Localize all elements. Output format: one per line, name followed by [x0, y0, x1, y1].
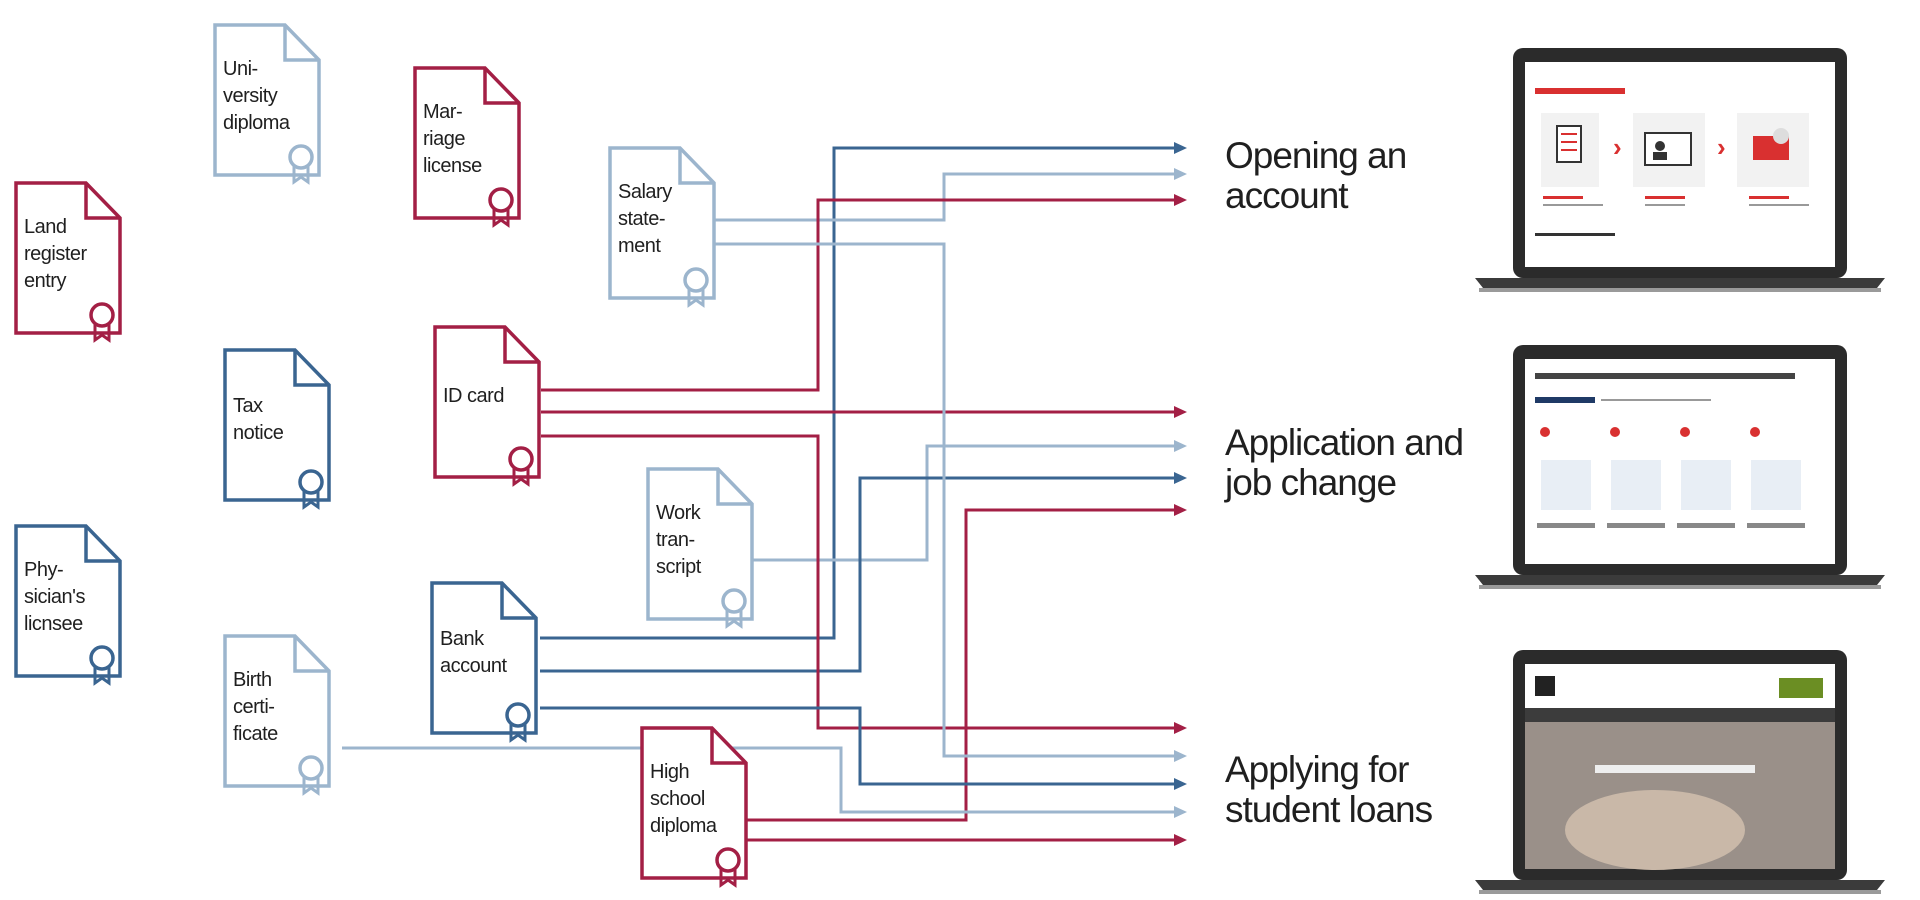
certificate-document-icon [640, 726, 748, 888]
connection-idcard-to-account [541, 194, 1187, 392]
document-label-line: notice [233, 422, 284, 444]
target-label-line: account [1225, 175, 1349, 216]
certificate-document-icon [14, 524, 122, 686]
certificate-document-icon [223, 348, 331, 510]
connection-bank-to-loans [540, 706, 1187, 790]
connection-idcard-to-loans [541, 434, 1187, 734]
connection-work-to-application [752, 440, 1187, 562]
certificate-document-icon [413, 66, 521, 228]
document-label-line: Bank [440, 628, 485, 650]
document-label-line: ID card [443, 385, 504, 407]
document-label-line: Land [24, 216, 67, 238]
certificate-document-icon [646, 467, 754, 629]
document-label-line: Salary [618, 181, 672, 203]
arrowhead-icon [1174, 440, 1187, 452]
document-label-line: Birth [233, 669, 272, 691]
arrowhead-icon [1174, 472, 1187, 484]
connection-salary-to-account [715, 168, 1187, 222]
document-label-line: tran- [656, 529, 695, 551]
connection-highschool-to-application [746, 504, 1187, 822]
target-label-line: Application and [1225, 422, 1463, 463]
document-label-line: account [440, 655, 507, 677]
certificate-document-icon [213, 23, 321, 185]
arrowhead-icon [1174, 778, 1187, 790]
connection-idcard-to-application [541, 406, 1187, 418]
target-label-line: student loans [1225, 789, 1433, 830]
document-university: Uni-versity diploma [213, 23, 321, 185]
arrowhead-icon [1174, 142, 1187, 154]
document-label-line: Tax [233, 395, 263, 417]
document-label-line: script [656, 556, 702, 578]
laptop-account: › › [1475, 48, 1885, 292]
document-tax: Tax notice [223, 348, 331, 510]
document-marriage: Mar-riage license [413, 66, 521, 228]
document-label-line: entry [24, 270, 66, 292]
certificate-document-icon [14, 181, 122, 343]
connection-salary-to-loans [715, 242, 1187, 762]
svg-text:›: › [1613, 132, 1622, 162]
target-label-line: job change [1224, 462, 1396, 503]
connection-highschool-to-loans [746, 834, 1187, 846]
target-label-line: Applying for [1225, 749, 1409, 790]
document-label-line: register [24, 243, 88, 265]
arrowhead-icon [1174, 750, 1187, 762]
connections [342, 142, 1187, 846]
arrowhead-icon [1174, 504, 1187, 516]
document-label-line: Mar- [423, 101, 462, 123]
connection-bank-to-account [540, 142, 1187, 640]
document-label-line: versity [223, 85, 278, 107]
document-land: Land register entry [14, 181, 122, 343]
document-salary: Salary state-ment [608, 146, 716, 308]
document-idcard: ID card [433, 325, 541, 487]
document-label-line: High [650, 761, 689, 783]
document-work: Work tran-script [646, 467, 754, 629]
svg-text:›: › [1717, 132, 1726, 162]
certificate-document-icon [433, 325, 541, 487]
laptop-loans [1475, 650, 1885, 894]
certificate-document-icon [223, 634, 331, 796]
document-label-line: license [423, 155, 482, 177]
document-label-line: Uni- [223, 58, 258, 80]
document-bank: Bank account [430, 581, 538, 743]
document-label-line: certi- [233, 696, 274, 718]
document-label-line: riage [423, 128, 465, 150]
arrowhead-icon [1174, 722, 1187, 734]
document-birth: Birth certi-ficate [223, 634, 331, 796]
document-label-line: diploma [223, 112, 291, 134]
arrowhead-icon [1174, 168, 1187, 180]
connection-bank-to-application [540, 472, 1187, 673]
document-label-line: Work [656, 502, 702, 524]
laptop-application [1475, 345, 1885, 589]
arrowhead-icon [1174, 406, 1187, 418]
document-label-line: diploma [650, 815, 718, 837]
document-label-line: school [650, 788, 705, 810]
document-label-line: licnsee [24, 613, 83, 635]
document-label-line: ficate [233, 723, 278, 745]
arrowhead-icon [1174, 806, 1187, 818]
document-label-line: Phy- [24, 559, 63, 581]
document-highschool: High school diploma [640, 726, 748, 888]
arrowhead-icon [1174, 834, 1187, 846]
document-physician: Phy-sician's licnsee [14, 524, 122, 686]
certificate-document-icon [430, 581, 538, 743]
document-label-line: ment [618, 235, 661, 257]
document-label-line: state- [618, 208, 665, 230]
target-label-line: Opening an [1225, 135, 1406, 176]
certificate-document-icon [608, 146, 716, 308]
document-label-line: sician's [24, 586, 85, 608]
connection-birth-to-loans [342, 746, 1187, 818]
arrowhead-icon [1174, 194, 1187, 206]
